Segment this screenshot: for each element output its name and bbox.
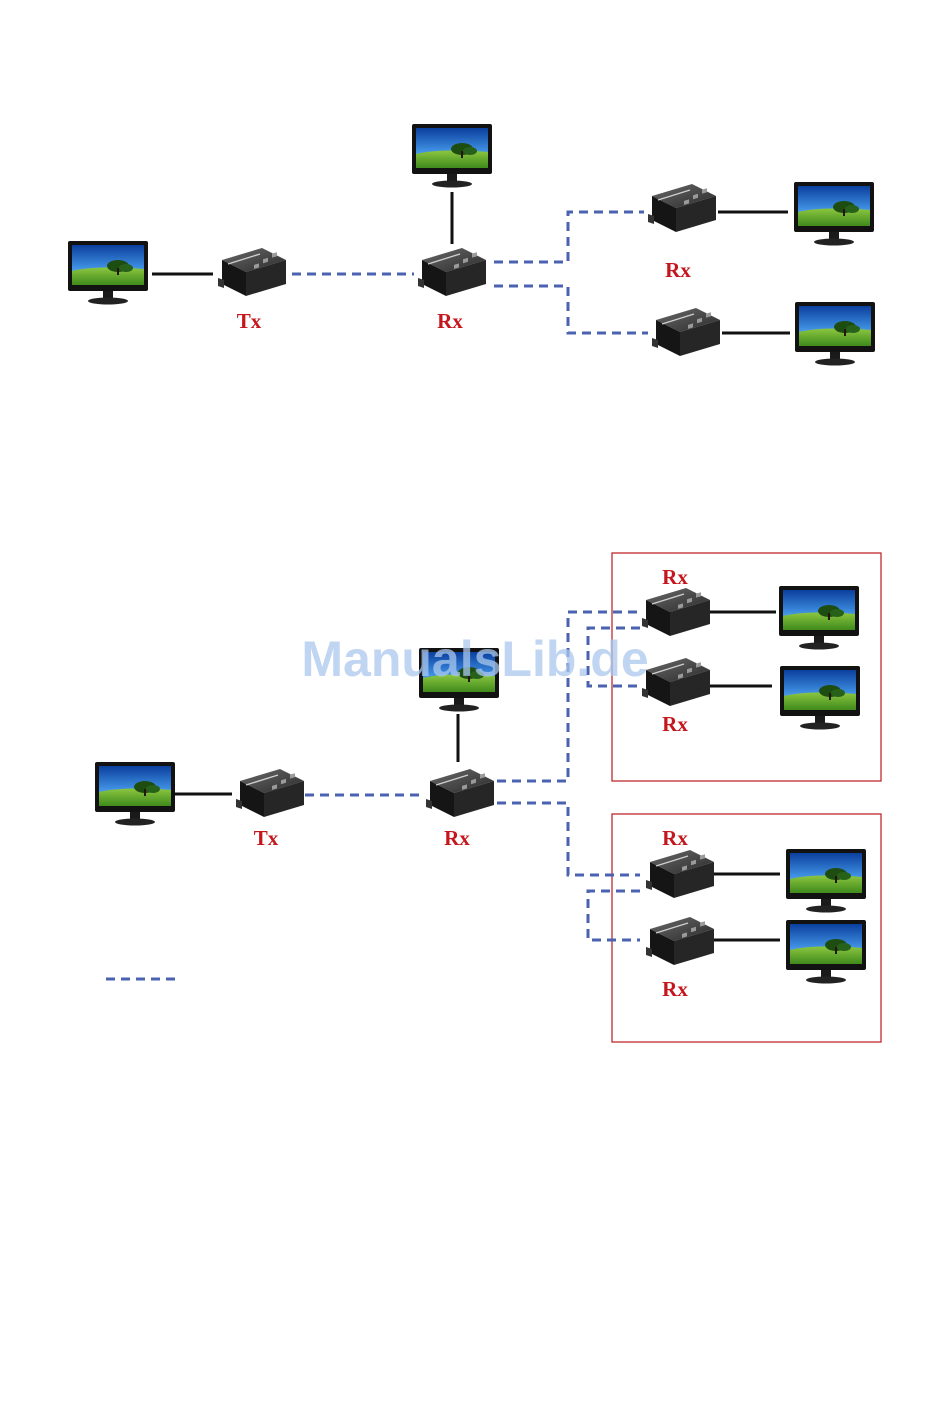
g1-monitor-top-icon	[779, 586, 859, 650]
rx-branch-top-unit-icon	[648, 184, 716, 232]
g1-monitor-bottom-icon	[780, 666, 860, 730]
g1-rx-top-label: Rx	[662, 565, 688, 589]
tx-unit-icon	[236, 769, 304, 817]
source-monitor-icon	[68, 241, 148, 305]
g2-rx-bottom-label: Rx	[662, 977, 688, 1001]
g2-monitor-bottom-icon	[786, 920, 866, 984]
rx-branch-label: Rx	[665, 258, 691, 282]
rx-main-label: Rx	[437, 309, 463, 333]
rx-main-label: Rx	[444, 826, 470, 850]
g2-rx-top-label: Rx	[662, 826, 688, 850]
g1-rx-top-unit-icon	[642, 588, 710, 636]
rx-branch-bottom-unit-icon	[652, 308, 720, 356]
source-monitor-icon	[95, 762, 175, 826]
diagram-2: Tx Rx Rx Rx Rx Rx	[95, 553, 881, 1042]
tx-label: Tx	[237, 309, 262, 333]
rx-main-unit-icon	[426, 769, 494, 817]
g2-daisy-link	[588, 891, 640, 940]
rx-main-unit-icon	[418, 248, 486, 296]
diagram-1: Tx Rx Rx	[68, 124, 875, 366]
watermark: ManualsLib.de	[301, 631, 648, 687]
tx-label: Tx	[254, 826, 279, 850]
g2-rx-top-unit-icon	[646, 850, 714, 898]
local-monitor-icon	[412, 124, 492, 188]
g1-rx-bottom-label: Rx	[662, 712, 688, 736]
g2-rx-bottom-unit-icon	[646, 917, 714, 965]
g2-monitor-top-icon	[786, 849, 866, 913]
tx-unit-icon	[218, 248, 286, 296]
g1-rx-bottom-unit-icon	[642, 658, 710, 706]
remote-monitor-bottom-icon	[795, 302, 875, 366]
rx-branch-top-link	[494, 212, 644, 262]
rx-branch-bottom-link	[494, 286, 648, 333]
remote-monitor-top-icon	[794, 182, 874, 246]
